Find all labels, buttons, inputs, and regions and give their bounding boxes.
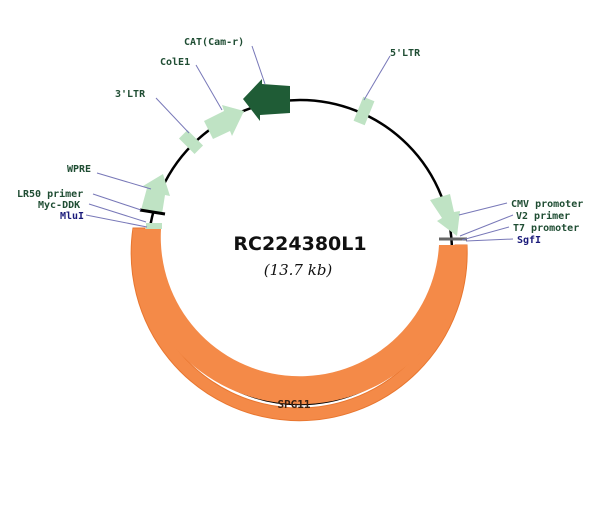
leader-ltr5	[363, 55, 391, 101]
lr50-marker	[139, 208, 166, 216]
plasmid-size: (13.7 kb)	[264, 261, 333, 279]
leader-cmv	[458, 202, 508, 216]
leader-cat	[251, 45, 266, 85]
label-cat: CAT(Cam-r)	[184, 37, 244, 48]
label-cole1: ColE1	[160, 57, 190, 68]
cmv-arrow	[430, 194, 460, 236]
leader-mycddk	[88, 203, 147, 223]
label-t7: T7 promoter	[513, 223, 579, 234]
label-sgfi: SgfI	[517, 235, 541, 246]
mlui-marker	[146, 223, 162, 229]
wpre-arrow	[141, 174, 170, 214]
leader-mlui	[85, 214, 148, 228]
leader-ltr3	[155, 97, 190, 134]
leader-wpre	[96, 172, 152, 190]
label-lr50: LR50 primer	[17, 188, 83, 200]
insert-arc-spg11	[130, 227, 468, 422]
leader-sgfi	[465, 238, 514, 242]
insert-arc-shape	[132, 229, 467, 405]
label-cmv: CMV promoter	[511, 199, 583, 210]
plasmid-name: RC224380L1	[233, 233, 366, 255]
leader-lr50	[92, 193, 142, 211]
label-wpre: WPRE	[67, 164, 91, 175]
cole1-arrow	[204, 105, 244, 139]
label-v2: V2 primer	[516, 210, 570, 222]
ltr3-box	[178, 129, 204, 155]
leader-t7	[461, 226, 510, 241]
label-mlui: MluI	[60, 211, 84, 222]
cat-arrow	[243, 79, 290, 121]
label-mycddk: Myc-DDK	[38, 200, 80, 211]
leader-v2	[459, 214, 514, 237]
leader-cole1	[195, 64, 223, 111]
label-ltr3: 3'LTR	[115, 89, 146, 100]
label-ltr5: 5'LTR	[390, 48, 421, 59]
insert-label: SPG11	[277, 398, 310, 411]
ltr5-box	[353, 96, 375, 126]
